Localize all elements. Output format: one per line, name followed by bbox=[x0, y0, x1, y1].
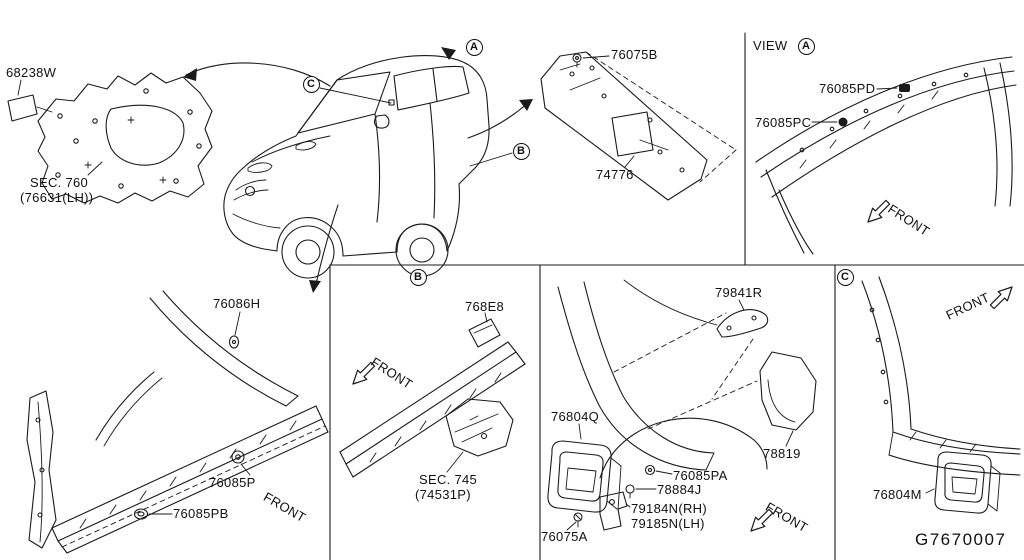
front-arrow-icon bbox=[987, 281, 1018, 312]
part-label-76075a[interactable]: 76075A bbox=[541, 529, 588, 544]
part-label-76075b[interactable]: 76075B bbox=[611, 47, 658, 62]
part-label-79185n-lh[interactable]: 79185N(LH) bbox=[631, 516, 705, 531]
part-label-79841r[interactable]: 79841R bbox=[715, 285, 763, 300]
car-overview-art bbox=[183, 47, 533, 293]
body-side-panel-art bbox=[26, 290, 329, 554]
part-label-76085pb[interactable]: 76085PB bbox=[173, 506, 229, 521]
inner-panel-sec760-art bbox=[7, 72, 213, 204]
view-a-roof-rail-art bbox=[755, 56, 1017, 255]
section-c-callout: C bbox=[836, 268, 854, 286]
section-ref-745: SEC. 745 bbox=[419, 472, 478, 487]
divider-lines bbox=[329, 32, 1024, 560]
section-ref-760-part: (76631(LH)) bbox=[20, 190, 94, 205]
part-label-76085p[interactable]: 76085P bbox=[209, 475, 256, 490]
callout-c-on-car: C bbox=[302, 75, 320, 93]
section-ref-745-part: (74531P) bbox=[415, 487, 471, 502]
part-label-76804m[interactable]: 76804M bbox=[873, 487, 922, 502]
rear-quarter-section-c-art bbox=[861, 276, 1021, 514]
section-ref-760: SEC. 760 bbox=[30, 175, 89, 190]
part-label-79184n-rh[interactable]: 79184N(RH) bbox=[631, 501, 707, 516]
part-label-76085pd[interactable]: 76085PD bbox=[819, 81, 876, 96]
part-label-78819[interactable]: 78819 bbox=[763, 446, 801, 461]
callout-b-on-car: B bbox=[512, 142, 530, 160]
view-a-title: VIEW bbox=[753, 38, 788, 53]
rear-wheelhouse-art bbox=[547, 279, 817, 537]
callout-a-on-car: A bbox=[465, 38, 483, 56]
part-label-76086h[interactable]: 76086H bbox=[213, 296, 261, 311]
view-a-callout-icon: A bbox=[797, 37, 815, 55]
part-label-768e8[interactable]: 768E8 bbox=[465, 299, 505, 314]
diagram-code: G7670007 bbox=[915, 530, 1007, 549]
part-label-74776[interactable]: 74776 bbox=[596, 167, 634, 182]
part-label-76804q[interactable]: 76804Q bbox=[551, 409, 600, 424]
sill-detail-section-b-art bbox=[339, 312, 526, 478]
section-b-callout: B bbox=[409, 268, 427, 286]
part-label-76085pc[interactable]: 76085PC bbox=[755, 115, 812, 130]
part-label-76085pa[interactable]: 76085PA bbox=[673, 468, 728, 483]
part-label-68238w[interactable]: 68238W bbox=[6, 65, 57, 80]
part-label-78884j[interactable]: 78884J bbox=[657, 482, 702, 497]
rear-panel-74776-art bbox=[540, 51, 737, 201]
